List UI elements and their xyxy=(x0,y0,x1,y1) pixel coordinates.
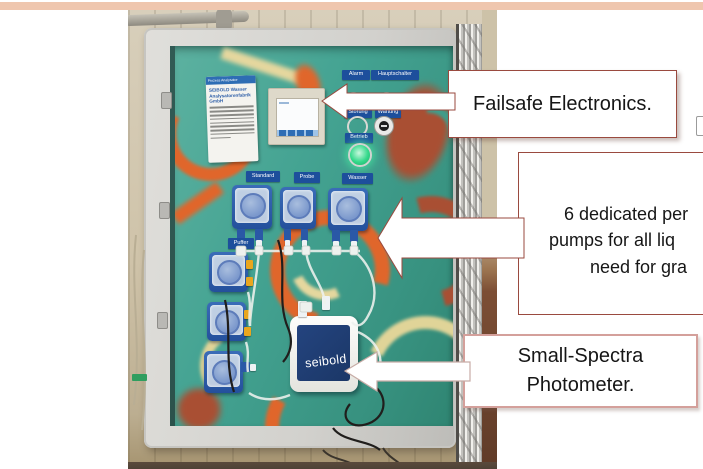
door-hinge xyxy=(161,92,172,109)
device-label-card: Prozess Analysator SEIBOLD Wasser Analys… xyxy=(205,75,259,163)
callout-failsafe-text: Failsafe Electronics. xyxy=(473,92,652,115)
pump-rotor xyxy=(336,196,362,222)
callout-small-spectra-photometer: Small-Spectra Photometer. xyxy=(463,334,698,408)
callout-pumps-line2: pumps for all liq xyxy=(549,230,676,250)
clipped-shape-fragment xyxy=(696,116,703,136)
pump-rotor xyxy=(240,193,266,219)
slide-top-border xyxy=(0,2,703,10)
hmi-screen xyxy=(276,98,319,137)
pump-rotor xyxy=(212,360,237,385)
spectra-photometer: seibold xyxy=(290,316,358,392)
callout-photometer-line2: Photometer. xyxy=(526,374,635,396)
pump-rotor xyxy=(287,195,311,219)
peristaltic-pump-wasser xyxy=(328,188,368,231)
pump-rotor xyxy=(215,310,240,335)
green-wall-sticker xyxy=(132,374,147,381)
callout-photometer-line1: Small-Spectra xyxy=(517,345,644,367)
label-card-title: SEIBOLD Wasser Analysatorenfabrik GmbH xyxy=(206,83,257,105)
peristaltic-pump-probe xyxy=(280,187,316,229)
pump-tag-probe: Probe xyxy=(294,172,320,183)
alarm-lamp xyxy=(346,92,361,107)
label-card-title-line2: Analysatorenfabrik GmbH xyxy=(209,92,251,105)
door-hinge xyxy=(159,202,170,219)
pump-tag-standard: Standard xyxy=(246,171,280,182)
hmi-button-bar xyxy=(277,130,318,136)
main-switch xyxy=(379,92,394,107)
photometer-front: seibold xyxy=(297,325,350,381)
pump-tag-puffer: Puffer xyxy=(228,238,254,249)
floor-shadow-strip xyxy=(128,462,497,469)
callout-failsafe-electronics: Failsafe Electronics. xyxy=(448,70,677,138)
betrieb-tag: Betrieb xyxy=(345,133,373,143)
peristaltic-pump-puffer xyxy=(209,252,248,292)
conduit-elbow xyxy=(216,10,232,32)
key-switch xyxy=(374,116,394,136)
key-switch-core xyxy=(379,121,389,131)
swirl-decoration xyxy=(175,181,225,225)
pump-tag-wasser: Wasser xyxy=(342,173,373,184)
alarm-tag: Alarm xyxy=(342,70,370,80)
hmi-display xyxy=(268,88,325,145)
peristaltic-pump-standard xyxy=(232,185,272,229)
peristaltic-pump-5 xyxy=(207,302,246,341)
green-run-lamp xyxy=(348,143,372,167)
callout-dedicated-pumps: 6 dedicated per pumps for all liq need f… xyxy=(518,152,703,315)
analyzer-cabinet-photo: Prozess Analysator SEIBOLD Wasser Analys… xyxy=(128,10,497,469)
callout-pumps-line1: 6 dedicated per xyxy=(564,204,689,224)
door-hinge xyxy=(157,312,168,329)
pump-rotor xyxy=(217,260,242,285)
callout-pumps-line3: need for gra xyxy=(590,257,688,277)
peristaltic-pump-6 xyxy=(204,351,243,393)
seibold-brand-label: seibold xyxy=(304,351,348,371)
hauptschalter-tag: Hauptschalter xyxy=(371,70,419,80)
